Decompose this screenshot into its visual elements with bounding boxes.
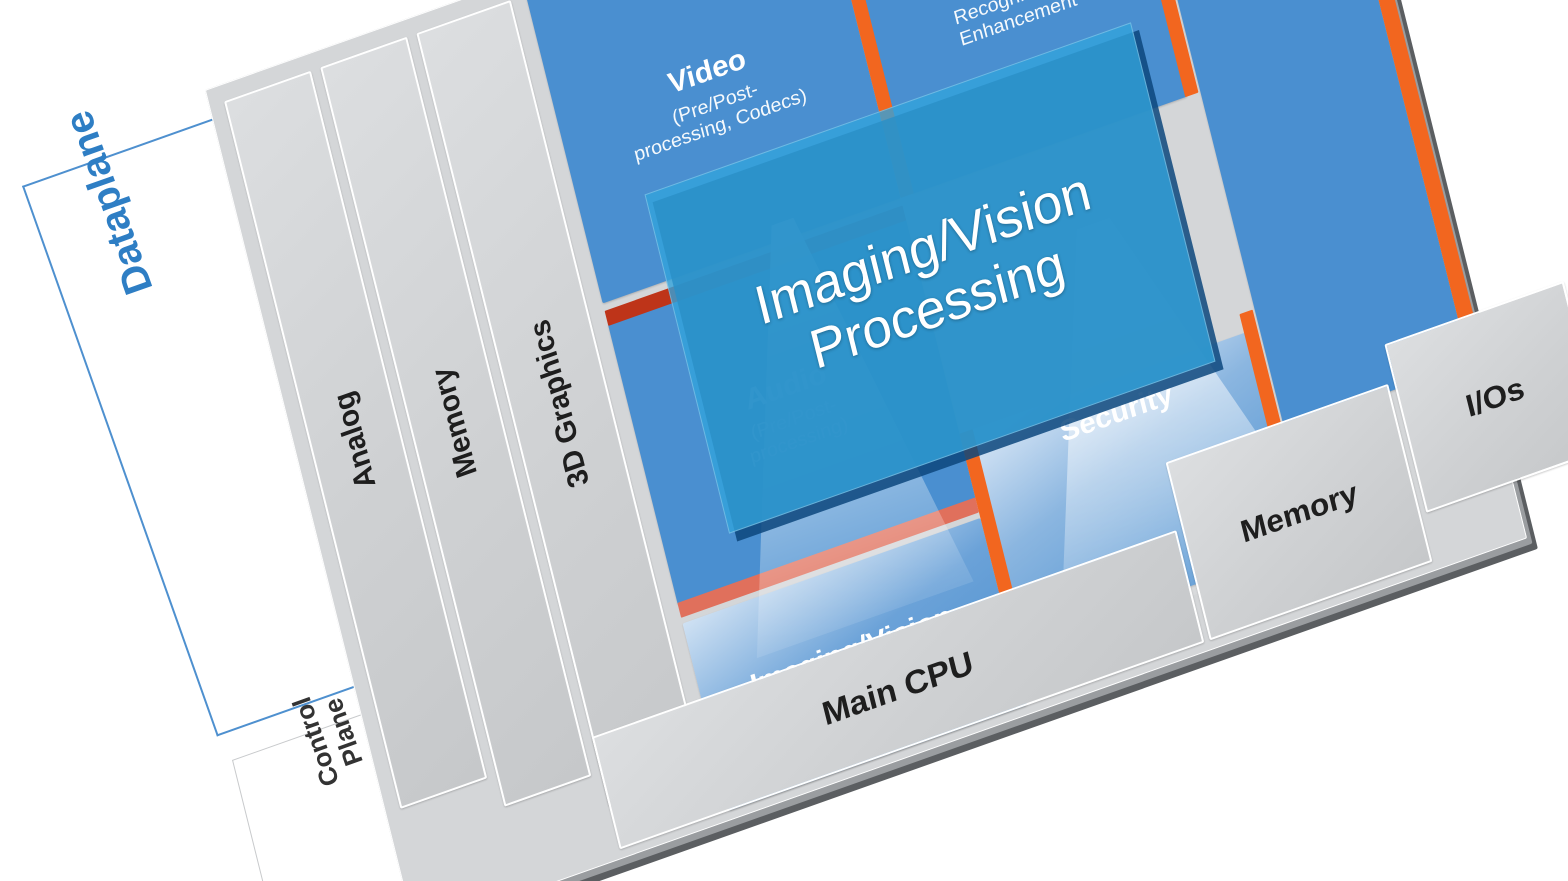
block-memory-left-label: Memory	[426, 362, 485, 482]
block-ios-label: I/Os	[1462, 369, 1528, 424]
block-analog-label: Analog	[327, 386, 383, 494]
block-main-cpu-label: Main CPU	[818, 644, 978, 734]
block-memory-bottom-label: Memory	[1236, 474, 1361, 550]
block-3d-graphics-label: 3D Graphics	[523, 315, 596, 492]
